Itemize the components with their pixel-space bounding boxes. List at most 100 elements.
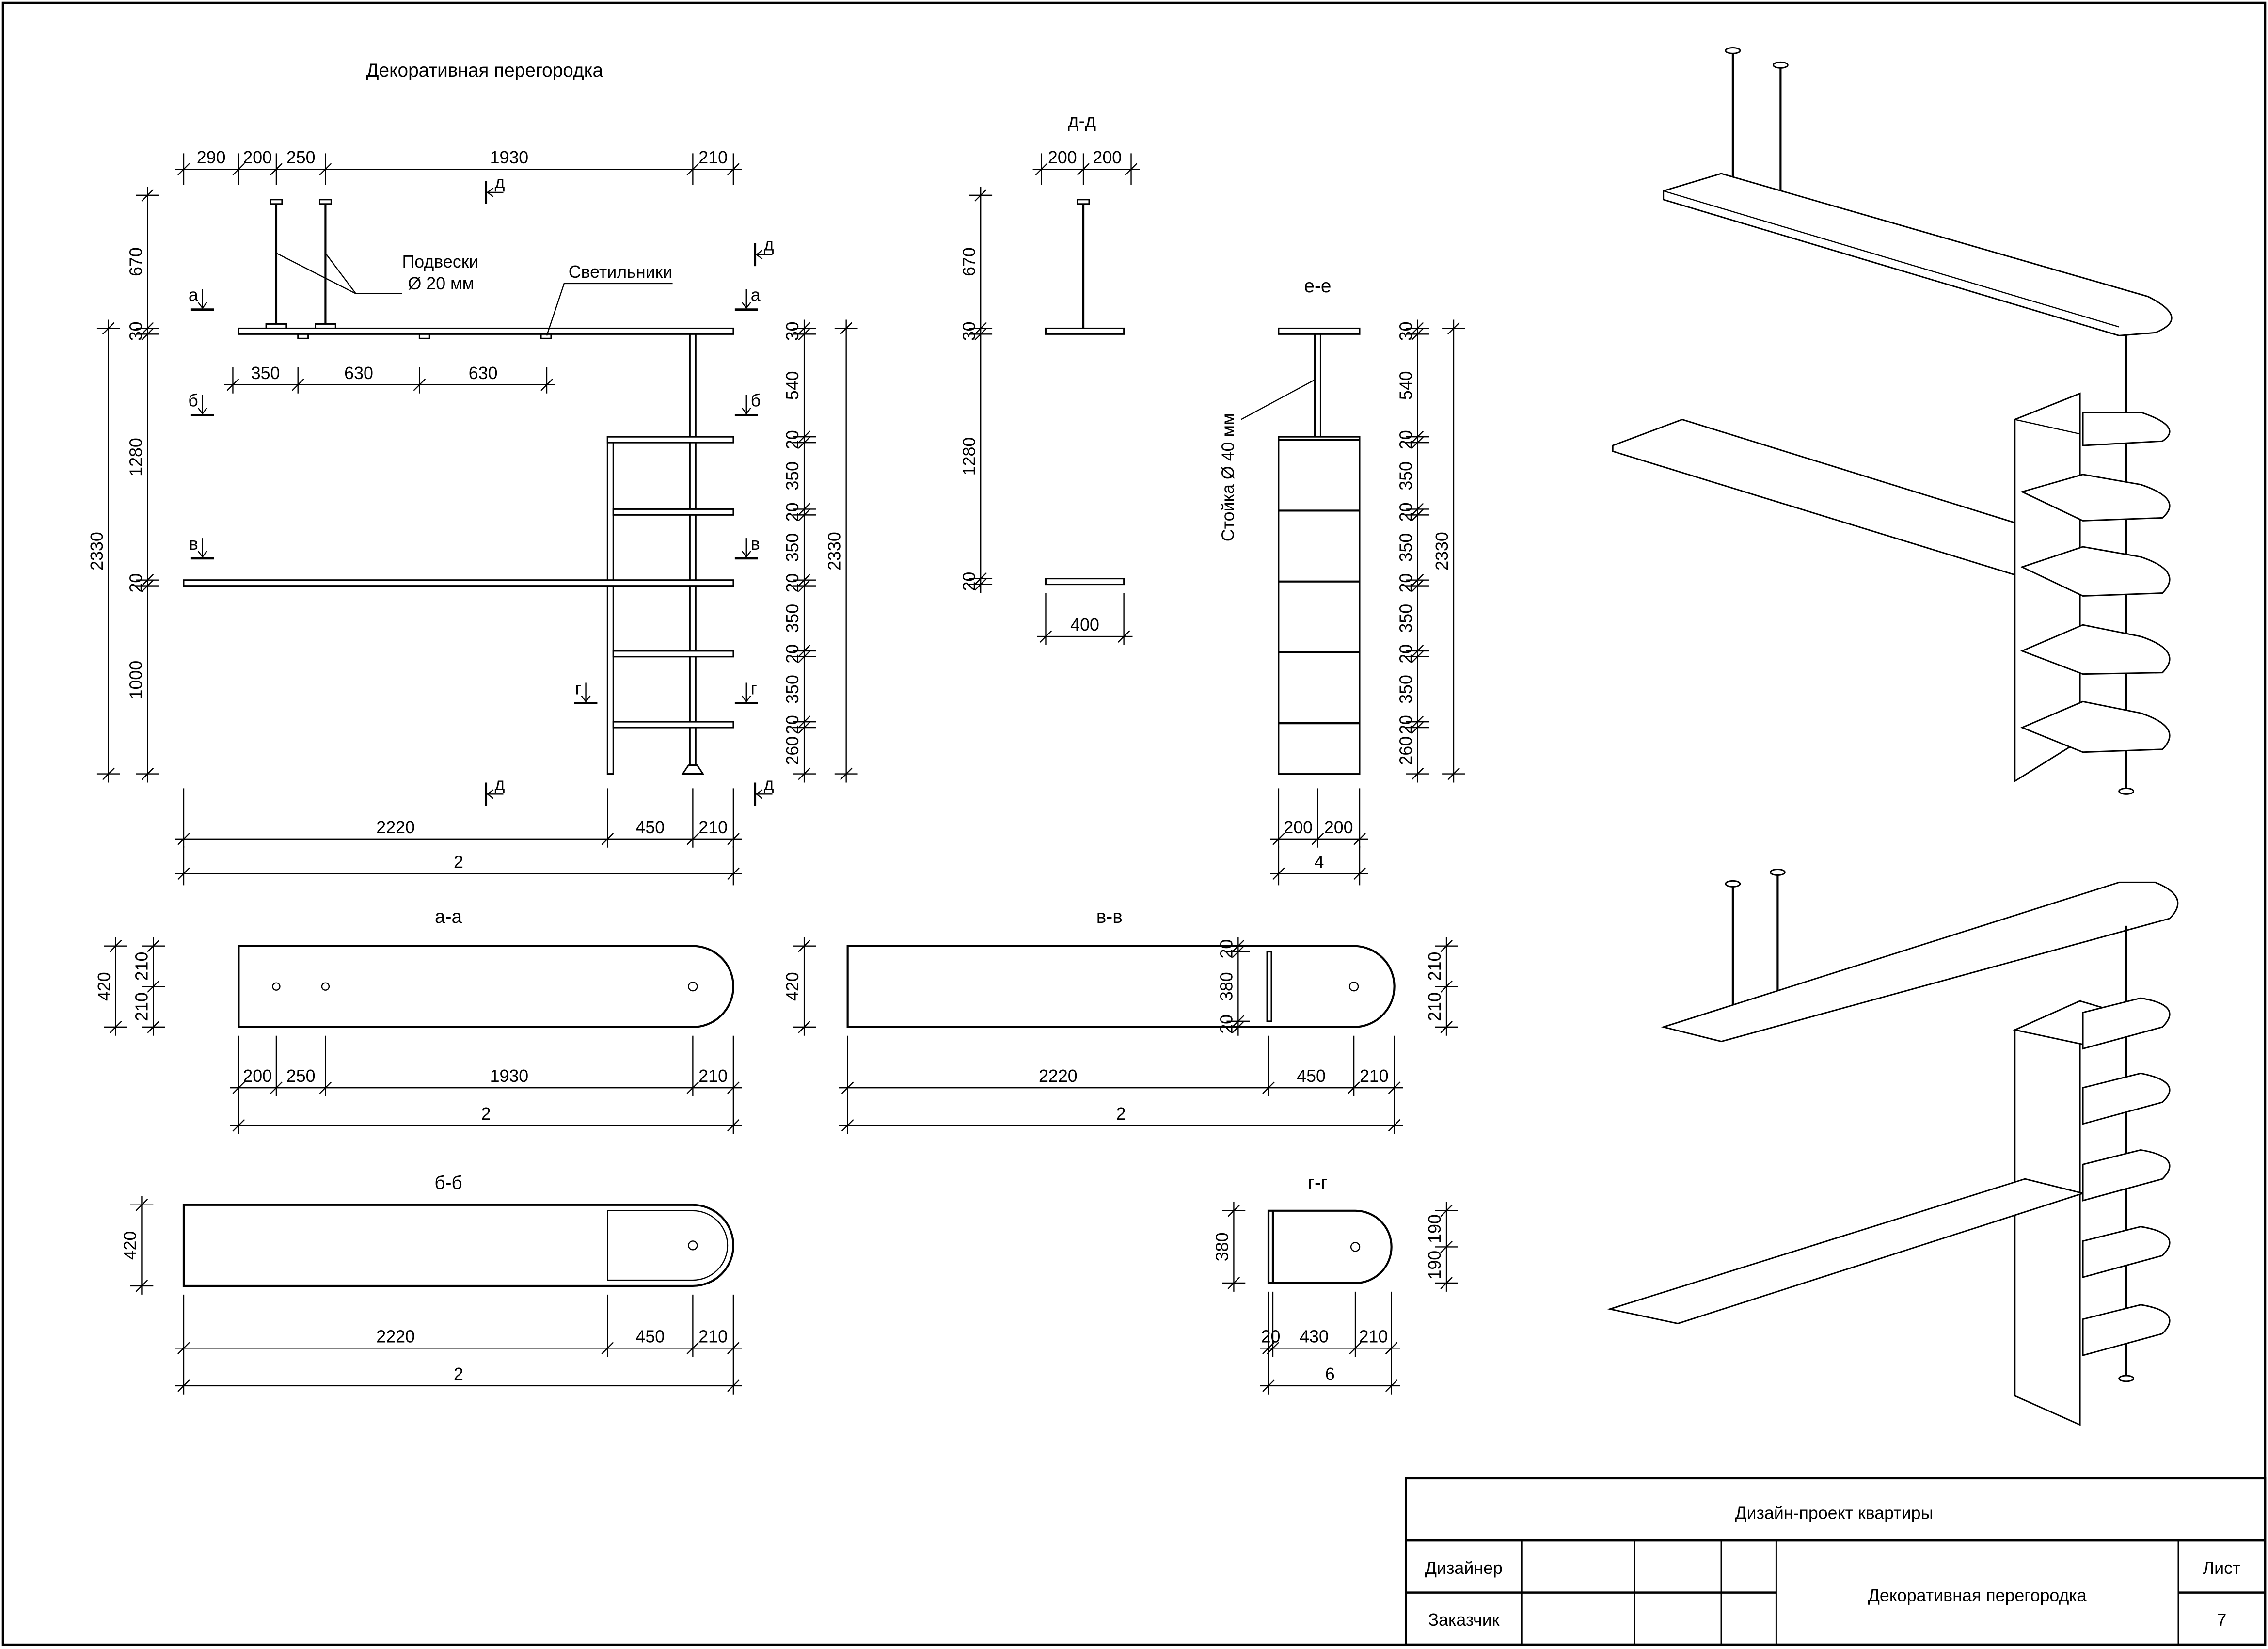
dimension-tick (147, 939, 160, 952)
dimension-tick (232, 1081, 245, 1094)
dimension-tick (727, 1379, 740, 1392)
dimension-tick (798, 503, 810, 516)
dimension-tick (1077, 163, 1090, 175)
dimension-tick (1411, 721, 1424, 734)
shelf-outline (1267, 1209, 1393, 1284)
section-marker-label: г (751, 679, 757, 698)
dimension-tick (1125, 163, 1138, 175)
dimension-label: 1280 (959, 437, 979, 476)
dimension-tick (232, 163, 245, 175)
dimension-tick (1447, 767, 1460, 780)
dimension-tick (727, 1342, 740, 1355)
hanger-cap (1725, 47, 1741, 54)
dimension-tick (135, 1199, 148, 1211)
dimension-tick (1267, 1342, 1279, 1355)
dimension-label: 260 (1396, 736, 1415, 765)
dimension-tick (1411, 650, 1424, 663)
sheet-number: 7 (2217, 1610, 2227, 1630)
post-leader (1240, 378, 1317, 420)
dimension-label: 30 (126, 321, 145, 341)
dimension-tick (1348, 1081, 1360, 1094)
dimension-tick (226, 379, 239, 391)
hole (272, 982, 281, 991)
dimension-label: 420 (95, 972, 114, 1001)
dimension-tick (1411, 436, 1424, 449)
dimension-tick (141, 767, 154, 780)
dimension-tick (798, 328, 810, 341)
shelf (612, 721, 734, 729)
dimension-tick (840, 322, 853, 335)
sheet-label: Лист (2203, 1558, 2241, 1578)
dimension-label: 2330 (87, 532, 107, 571)
arrow-down-icon (581, 682, 591, 703)
counter-panel (1607, 1178, 2086, 1325)
dimension-tick (413, 379, 426, 391)
ceiling-panel (1661, 881, 2179, 1043)
section-marker-label: д (764, 235, 774, 254)
dimension-tick (147, 980, 160, 993)
dimension-label: 30 (1396, 321, 1415, 341)
panel-edge (1663, 190, 2119, 328)
dimension-tick (540, 379, 553, 391)
lamps-leader (546, 283, 673, 336)
arrow-left-icon (755, 789, 773, 799)
dimension-tick (109, 1021, 122, 1033)
dimension-tick (141, 328, 154, 341)
dimension-tick (798, 436, 810, 449)
dimension-label: 6 (1325, 1364, 1335, 1384)
post-base (2118, 787, 2134, 795)
designer-label: Дизайнер (1425, 1558, 1503, 1578)
hangers-leader (325, 253, 357, 294)
dimension-label: 210 (698, 1327, 728, 1346)
shelf (2082, 412, 2171, 446)
dimension-tick (1411, 503, 1424, 516)
dimension-label: 20 (1396, 502, 1415, 522)
dimension-label: 200 (243, 1066, 272, 1086)
dimension-label: 200 (1048, 148, 1077, 167)
shelf (2020, 700, 2171, 753)
dimension-label: 20 (783, 430, 802, 449)
dimension-tick (1353, 867, 1366, 880)
dimension-label: 210 (1425, 952, 1444, 981)
dimension-tick (102, 322, 115, 335)
dimension-tick (135, 1280, 148, 1292)
dimension-label: 200 (1324, 818, 1353, 837)
dimension-tick (974, 572, 987, 585)
arrow-down-icon (741, 538, 751, 558)
dimension-tick (1385, 1342, 1398, 1355)
panel-outline (846, 945, 1396, 1028)
dimension-label: 20 (783, 573, 802, 593)
hanger-cap (1725, 880, 1741, 888)
dimension-label: 20 (1396, 430, 1415, 449)
dimension-label: 2 (454, 853, 463, 872)
hanger-base (265, 323, 287, 329)
dimension-label: 380 (1212, 1233, 1232, 1262)
hole (321, 982, 330, 991)
dimension-label: 540 (783, 371, 802, 400)
dimension-tick (1411, 767, 1424, 780)
section-marker-label: д (495, 173, 505, 192)
dimension-label: 630 (344, 364, 373, 383)
dimension-tick (841, 1081, 854, 1094)
dimension-tick (1232, 939, 1245, 952)
dimension-label: 420 (121, 1231, 140, 1260)
dimension-tick (1440, 1240, 1453, 1253)
arrow-down-icon (197, 538, 207, 558)
arrow-down-icon (741, 395, 751, 415)
dimension-tick (1411, 430, 1424, 444)
dimension-label: 1930 (490, 148, 529, 167)
section-marker-label: г (575, 679, 582, 698)
dimension-label: 350 (1396, 461, 1415, 491)
panel-outline (238, 945, 734, 1028)
dimension-label: 210 (698, 1066, 728, 1086)
title-block-frame (1405, 1477, 2267, 1646)
dimension-tick (798, 645, 810, 657)
arrow-left-icon (486, 187, 504, 197)
shelf (606, 436, 734, 444)
section-marker-label: б (188, 391, 198, 411)
dimension-tick (798, 715, 810, 728)
dimension-label: 190 (1425, 1214, 1444, 1243)
dimension-label: 250 (286, 148, 316, 167)
dimension-tick (270, 1081, 283, 1094)
dimension-tick (974, 189, 987, 202)
